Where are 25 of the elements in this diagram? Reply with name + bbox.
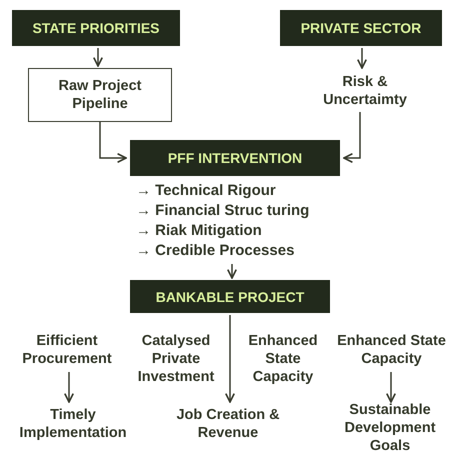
- header-box: BANKABLE PROJECT: [130, 280, 330, 313]
- node-text: Enhanced State Capacity: [247, 332, 319, 386]
- process-box: Raw Project Pipeline: [28, 68, 172, 122]
- node-text: Timely Implementation: [18, 406, 128, 442]
- arrow: [356, 48, 368, 69]
- arrow: [343, 112, 361, 164]
- arrow: [92, 48, 104, 67]
- arrow: [386, 372, 396, 403]
- list-item: → Riak Mitigation: [136, 221, 262, 241]
- node-text: Eifficient Procurement: [21, 332, 113, 368]
- node-text: Sustainable Development Goals: [343, 401, 437, 452]
- header-box: STATE PRIORITIES: [12, 10, 180, 46]
- list-item: → Credible Processes: [136, 241, 294, 261]
- header-box: PRIVATE SECTOR: [280, 10, 442, 46]
- node-text: Job Creation & Revenue: [175, 406, 281, 442]
- list-item: → Technical Rigour: [136, 181, 276, 201]
- header-box: PFF INTERVENTION: [130, 140, 340, 176]
- node-text: Catalysed Private Investment: [136, 332, 216, 386]
- arrow: [226, 264, 238, 279]
- arrow: [99, 122, 127, 164]
- list-item: → Financial Struc turing: [136, 201, 310, 221]
- arrow: [224, 315, 236, 403]
- arrow: [64, 372, 74, 403]
- node-text: Enhanced State Capacity: [336, 332, 447, 368]
- node-text: Risk & Uncertaimty: [322, 73, 408, 109]
